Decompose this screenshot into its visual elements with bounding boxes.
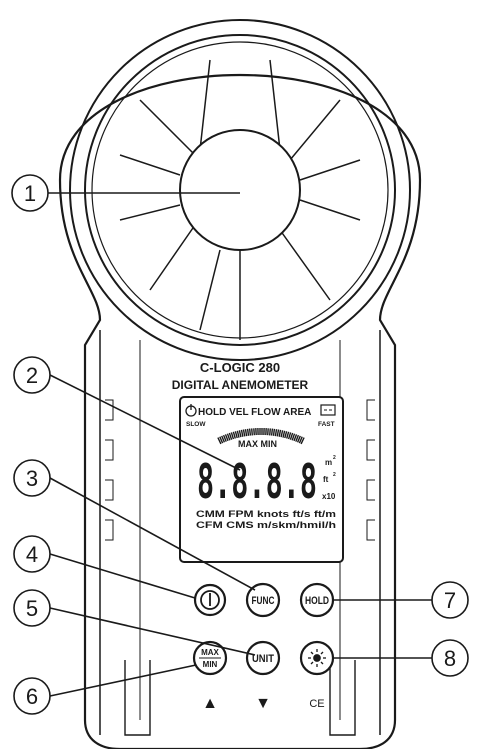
bargraph-tick xyxy=(244,429,248,437)
bargraph-tick xyxy=(230,432,235,440)
bargraph-tick xyxy=(280,430,284,438)
callout-1-label: 1 xyxy=(24,181,36,206)
bargraph-tick xyxy=(253,428,255,436)
callout-2-label: 2 xyxy=(26,363,38,388)
bargraph-tick xyxy=(272,428,276,436)
callout-3: 3 xyxy=(13,459,51,497)
callout-6-label: 6 xyxy=(26,684,38,709)
bargraph-tick xyxy=(251,428,253,436)
callout-7-label: 7 xyxy=(444,588,456,613)
fan-assembly xyxy=(69,19,411,361)
lcd-unit-m2: m xyxy=(325,458,332,467)
bargraph-tick xyxy=(238,430,242,438)
unit-button[interactable]: UNIT xyxy=(245,640,281,676)
hold-button-label: HOLD xyxy=(305,595,329,607)
func-button[interactable]: FUNC xyxy=(245,582,281,618)
bargraph-tick xyxy=(240,429,244,437)
bargraph-tick xyxy=(274,429,278,437)
bargraph-tick xyxy=(293,434,298,442)
bargraph-tick xyxy=(267,428,269,436)
bargraph-tick xyxy=(221,435,226,443)
backlight-button[interactable] xyxy=(299,640,335,676)
bargraph-tick xyxy=(300,437,305,445)
down-arrow-icon: ▼ xyxy=(255,695,271,712)
bargraph-tick xyxy=(269,428,271,436)
callout-leaders xyxy=(48,192,432,697)
bargraph-tick xyxy=(289,432,294,440)
lcd-sup-ft2: 2 xyxy=(333,472,336,478)
power-icon xyxy=(185,404,197,417)
callout-5-label: 5 xyxy=(26,596,38,621)
callout-8-label: 8 xyxy=(444,646,456,671)
bargraph-tick xyxy=(228,432,233,440)
bargraph-tick xyxy=(286,431,290,439)
callout-6: 6 xyxy=(13,677,51,715)
hold-button[interactable]: HOLD xyxy=(299,582,335,618)
bargraph-tick xyxy=(217,437,222,445)
bargraph-tick xyxy=(278,429,282,437)
bargraph-tick xyxy=(226,433,231,441)
max-min-button[interactable]: MAX MIN xyxy=(192,640,228,676)
model-name: C-LOGIC 280 xyxy=(200,360,280,375)
callout-2: 2 xyxy=(13,356,51,394)
bargraph-tick xyxy=(242,429,246,437)
unit-button-label: UNIT xyxy=(252,653,274,665)
callout-1: 1 xyxy=(11,174,49,212)
callout-7: 7 xyxy=(431,581,469,619)
bargraph-tick xyxy=(222,434,227,442)
battery-icon xyxy=(320,404,336,416)
callout-4: 4 xyxy=(13,535,51,573)
lcd-top-row: HOLD VEL FLOW AREA xyxy=(198,407,311,418)
callout-4-label: 4 xyxy=(26,542,38,567)
power-button[interactable] xyxy=(193,583,227,617)
bargraph-tick xyxy=(276,429,280,437)
bargraph-tick xyxy=(224,434,229,442)
lcd-units-row2: CFM CMS m/skm/hmil/h xyxy=(196,520,336,530)
bargraph-tick xyxy=(295,434,300,442)
bargraph-tick xyxy=(236,430,240,438)
callout-8: 8 xyxy=(431,639,469,677)
min-label: MIN xyxy=(203,660,218,669)
lcd-max-min: MAX MIN xyxy=(238,439,277,449)
bargraph-tick xyxy=(246,428,250,436)
bargraph-tick xyxy=(219,436,224,444)
bargraph-tick xyxy=(298,436,303,444)
lcd-unit-ft2: ft xyxy=(323,475,329,484)
bargraph-tick xyxy=(282,430,286,438)
fan-blades xyxy=(119,59,361,340)
lcd-fast-label: FAST xyxy=(318,421,335,428)
ce-mark: CE xyxy=(309,698,324,710)
bargraph-tick xyxy=(291,433,296,441)
bargraph-tick xyxy=(296,435,301,443)
lcd-units-row1: CMM FPM knots ft/s ft/m xyxy=(196,509,336,519)
callout-3-label: 3 xyxy=(26,466,38,491)
up-arrow-icon: ▲ xyxy=(202,695,218,712)
lcd-digits: 8.8.8.8 xyxy=(197,455,317,510)
lcd-sup-m2: 2 xyxy=(333,455,336,461)
power-icon xyxy=(200,590,220,610)
bargraph-tick xyxy=(287,432,292,440)
fan-hub xyxy=(179,129,301,251)
bargraph-tick xyxy=(284,431,288,439)
func-button-label: FUNC xyxy=(252,595,275,607)
device-subtitle: DIGITAL ANEMOMETER xyxy=(172,378,309,392)
sun-icon xyxy=(308,649,326,667)
callout-5: 5 xyxy=(13,589,51,627)
bargraph-tick xyxy=(248,428,252,436)
bargraph-tick xyxy=(270,428,274,436)
bargraph-tick xyxy=(234,431,238,439)
lcd-display: HOLD VEL FLOW AREA SLOW FAST MAX MIN 8.8… xyxy=(179,396,344,563)
lcd-slow-label: SLOW xyxy=(186,421,206,428)
bargraph-tick xyxy=(232,431,236,439)
max-label: MAX xyxy=(201,648,219,657)
lcd-x10: x10 xyxy=(322,492,336,501)
lcd-bargraph xyxy=(217,427,305,445)
